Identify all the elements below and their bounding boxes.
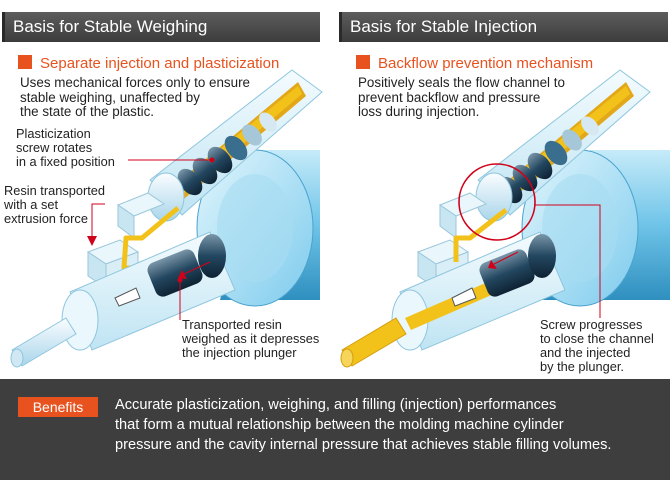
left-leaders — [87, 157, 215, 320]
benefits-bar: Benefits Accurate plasticization, weighi… — [0, 379, 670, 480]
backflow-highlight-circle — [458, 163, 536, 241]
left-screw-flights — [177, 112, 277, 196]
left-description: Uses mechanical forces only to ensure st… — [20, 75, 250, 120]
right-plasticizing-barrel — [475, 69, 651, 222]
right-diagram — [340, 69, 670, 368]
right-subheading: Backflow prevention mechanism — [356, 55, 593, 72]
right-description: Positively seals the flow channel to pre… — [358, 75, 565, 120]
right-description-line: prevent backflow and pressure — [358, 89, 541, 105]
left-description-line: stable weighing, unaffected by — [20, 89, 200, 105]
right-description-line: loss during injection. — [358, 104, 480, 119]
right-panel-header: Basis for Stable Injection — [339, 12, 668, 42]
left-nozzle — [10, 317, 77, 368]
left-description-line: Uses mechanical forces only to ensure — [20, 75, 250, 90]
right-resin-channel — [453, 208, 508, 262]
benefits-badge: Benefits — [18, 397, 98, 417]
right-plunger — [479, 249, 535, 297]
right-injection-cylinder — [391, 231, 566, 351]
benefits-text: Accurate plasticization, weighing, and f… — [115, 397, 612, 453]
callout-screw-rotates: Plasticization screw rotates in a fixed … — [16, 126, 115, 169]
left-subheading-text: Separate injection and plasticization — [40, 55, 280, 72]
left-diagram — [10, 69, 323, 368]
right-nozzle — [340, 317, 407, 368]
left-panel-header: Basis for Stable Weighing — [2, 12, 320, 42]
left-plunger — [147, 249, 203, 297]
left-subheading: Separate injection and plasticization — [18, 55, 279, 72]
right-description-line: Positively seals the flow channel to — [358, 75, 565, 90]
square-bullet-icon — [356, 55, 370, 69]
left-description-line: the state of the plastic. — [20, 104, 154, 119]
callout-resin-transported: Resin transported with a set extrusion f… — [4, 183, 106, 226]
left-blue-cylinder — [196, 149, 320, 307]
right-leaders — [458, 163, 601, 318]
square-bullet-icon — [18, 55, 32, 69]
callout-resin-weighed: Transported resin weighed as it depresse… — [182, 317, 320, 360]
callout-screw-progresses: Screw progresses to close the channel an… — [540, 317, 654, 374]
right-subheading-text: Backflow prevention mechanism — [378, 55, 594, 72]
